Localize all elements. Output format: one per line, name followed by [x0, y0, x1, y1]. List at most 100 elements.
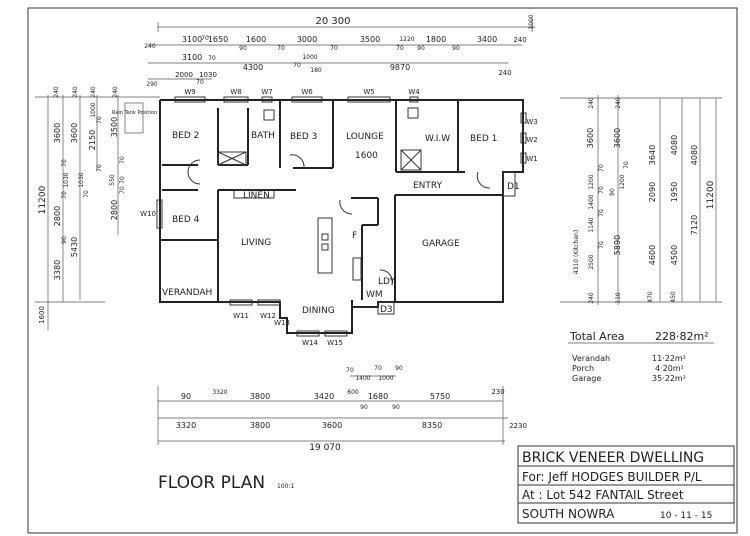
dimension-top: 70	[208, 55, 216, 62]
dimension-right: 70	[623, 161, 630, 169]
dimension-top: 70	[396, 45, 404, 52]
dimension-top: 70	[196, 79, 204, 86]
dimension-top: 240	[498, 69, 511, 77]
dimension-right: 3600	[613, 128, 622, 148]
dimension-left: 240	[112, 86, 119, 98]
window-label: W14	[302, 339, 318, 347]
dimension-bottom: 5750	[430, 392, 450, 401]
window-label: W6	[301, 88, 313, 96]
dimension-right: 240	[588, 292, 595, 304]
dimension-bottom: 2230	[509, 422, 527, 430]
dimension-bottom: 1400	[355, 375, 370, 382]
room-dining: DINING	[302, 306, 335, 316]
area-label-garage: Garage	[572, 374, 601, 383]
dimension-top: 180	[310, 67, 322, 74]
dimension-bottom: 600	[347, 389, 359, 396]
dimension-left: 70	[96, 164, 103, 172]
window-label: W10	[140, 210, 156, 218]
dimension-top: 3500	[360, 35, 380, 44]
room-bed1: BED 1	[470, 134, 497, 144]
dimension-bottom: 3800	[250, 421, 270, 430]
dimension-bottom: 3600	[322, 421, 342, 430]
dimension-right: 1200	[588, 174, 595, 189]
fixtures	[187, 107, 516, 315]
dimension-bottom: 3420	[314, 392, 334, 401]
dimension-bottom: 90	[181, 392, 191, 401]
room-entry: ENTRY	[413, 181, 443, 191]
dimension-bottom: 70	[346, 367, 354, 374]
window-label: W1	[526, 155, 537, 163]
title-line-3: At : Lot 542 FANTAIL Street	[522, 488, 684, 502]
dimension-top: 240	[513, 36, 526, 44]
dimension-top: 1800	[426, 35, 446, 44]
dimension-top: 3400	[477, 35, 497, 44]
dimension-left: 70	[96, 116, 103, 124]
area-label-porch: Porch	[572, 364, 594, 373]
dimension-top: 90	[417, 45, 425, 52]
dimension-top: 1220	[399, 36, 414, 43]
sheet-border	[27, 7, 738, 534]
lounge-dimension: 1600	[355, 151, 378, 161]
dimension-bottom: 3320	[212, 389, 227, 396]
room-linen: LINEN	[243, 191, 270, 201]
window-label: W11	[233, 312, 249, 320]
window-label: W5	[363, 88, 374, 96]
room-labels: BED 2 BATH BED 3 LOUNGE 1600 W.I.W BED 1…	[112, 110, 520, 316]
dimension-top: 1650	[208, 35, 228, 44]
area-schedule: Total Area 228·82m² Verandah 11·22m² Por…	[568, 330, 714, 383]
room-bed2: BED 2	[172, 131, 199, 141]
dimension-right: 2090	[648, 182, 657, 202]
dimension-right: 70	[598, 241, 605, 249]
dimension-left: 240	[53, 86, 60, 98]
dimension-right: 240	[588, 97, 595, 109]
dimension-left: 1030	[78, 172, 85, 187]
dimension-left: 3500	[110, 117, 119, 137]
dimension-top: 90	[239, 45, 247, 52]
dimension-top: 1000	[528, 14, 535, 29]
dimension-left: 70	[119, 186, 126, 194]
dimension-left: 70	[83, 190, 90, 198]
dimension-right: 1950	[670, 182, 679, 202]
rain-tank-box	[124, 102, 144, 134]
room-laundry: LDY	[378, 277, 395, 287]
room-bath: BATH	[251, 131, 275, 141]
room-garage: GARAGE	[422, 239, 460, 249]
window-label: W8	[230, 88, 241, 96]
window-label: W15	[327, 339, 343, 347]
dimension-left: 3600	[53, 123, 62, 143]
dimension-left: 3600	[70, 123, 79, 143]
area-value-garage: 35·22m²	[652, 374, 686, 383]
title-block: BRICK VENEER DWELLING For: Jeff HODGES B…	[517, 445, 735, 524]
dimension-bottom: 3800	[250, 392, 270, 401]
area-value-porch: 4·20m²	[655, 364, 684, 373]
dimension-right: 4080	[670, 135, 679, 155]
dimension-bottom: 230	[491, 388, 504, 396]
dimension-top: 70	[277, 45, 285, 52]
dimension-left: 70	[119, 176, 126, 184]
dimension-top: 3000	[297, 35, 317, 44]
dimension-right: 470	[647, 291, 654, 303]
dimension-top: 240	[144, 43, 156, 50]
window-marks	[156, 96, 527, 337]
area-value-verandah: 11·22m²	[652, 354, 686, 363]
window-label: W9	[184, 88, 195, 96]
dimension-right: 2500	[588, 254, 595, 269]
window-label: W7	[261, 88, 272, 96]
washing-machine-label: WM	[366, 290, 383, 300]
dimension-left: 1030	[63, 172, 70, 187]
room-verandah: VERANDAH	[162, 288, 212, 298]
dimension-left: 2800	[110, 200, 119, 220]
dimension-bottom: 3320	[176, 421, 196, 430]
dimension-top: 4300	[243, 63, 263, 72]
dimension-top: 20 300	[316, 16, 351, 27]
drawing-scale: 100:1	[277, 483, 294, 490]
title-line-1: BRICK VENEER DWELLING	[522, 450, 704, 466]
dimension-left: 240	[72, 86, 79, 98]
dimension-left: 240	[90, 86, 97, 98]
dimension-left: 1000	[90, 102, 97, 117]
window-label: W12	[260, 312, 276, 320]
dimension-bottom: 70	[374, 365, 382, 372]
dimension-bottom: 8350	[422, 421, 442, 430]
